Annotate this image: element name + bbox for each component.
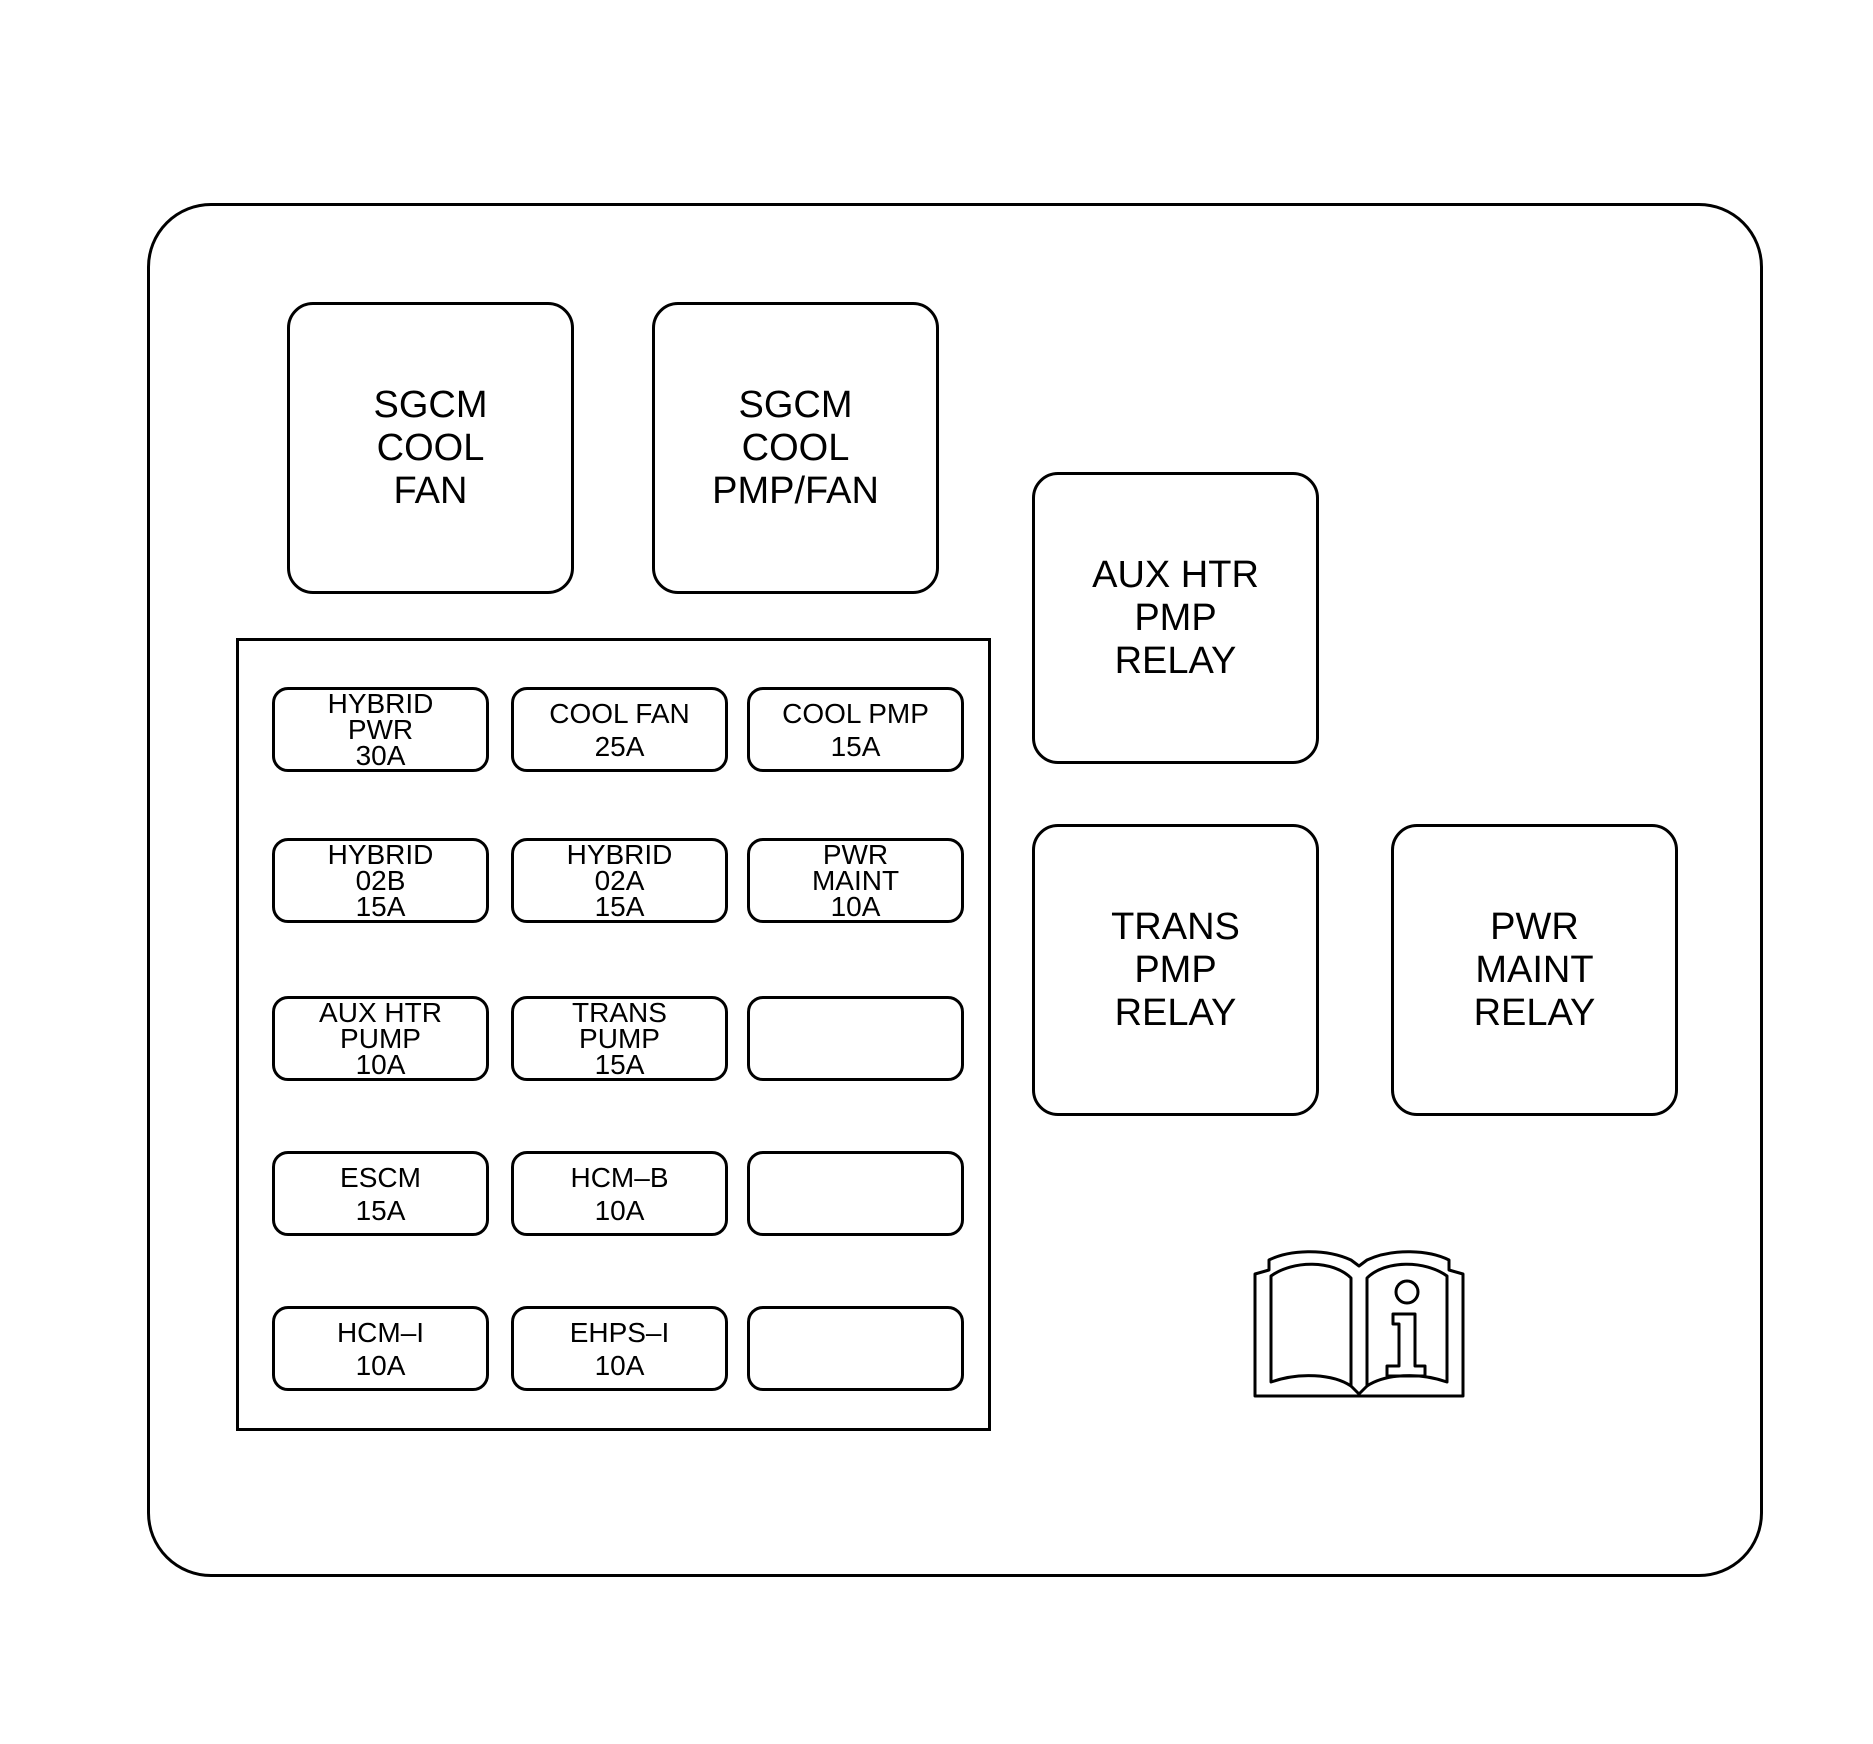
relay-aux-htr-pmp: AUX HTR PMP RELAY [1032,472,1319,764]
fuse-label: HCM–I 10A [336,1316,425,1381]
relay-label: TRANS PMP RELAY [1111,905,1240,1034]
fuse-hcm-b: HCM–B 10A [511,1151,728,1236]
fuse-label: HYBRID PWR 30A [327,687,434,771]
fuse-trans-pump: TRANS PUMP 15A [511,996,728,1081]
relay-pwr-maint: PWR MAINT RELAY [1391,824,1678,1116]
fuse-aux-htr-pump: AUX HTR PUMP 10A [272,996,489,1081]
fuse-label: HYBRID 02A 15A [566,838,673,922]
fuse-label: COOL FAN 25A [549,697,690,762]
fuse-label: EHPS–I 10A [569,1316,670,1381]
mini-fuse-area [236,638,991,1431]
fuse-empty-slot [747,996,964,1081]
fuse-block-panel [147,203,1763,1577]
relay-label: AUX HTR PMP RELAY [1092,553,1259,682]
fuse-cool-fan: COOL FAN 25A [511,687,728,772]
fuse-hybrid-02a: HYBRID 02A 15A [511,838,728,923]
fuse-empty-slot [747,1306,964,1391]
fuse-ehps-i: EHPS–I 10A [511,1306,728,1391]
fuse-label: HCM–B 10A [570,1161,669,1226]
fuse-label: TRANS PUMP 15A [572,996,667,1080]
fuse-pwr-maint: PWR MAINT 10A [747,838,964,923]
fuse-label: AUX HTR PUMP 10A [319,996,442,1080]
fuse-cool-pmp: COOL PMP 15A [747,687,964,772]
fuse-label: HYBRID 02B 15A [327,838,434,922]
relay-sgcm-cool-fan: SGCM COOL FAN [287,302,574,594]
fuse-hybrid-pwr: HYBRID PWR 30A [272,687,489,772]
fuse-label: PWR MAINT 10A [811,838,900,922]
fuse-label: ESCM 15A [340,1161,421,1226]
relay-label: SGCM COOL FAN [373,383,488,512]
relay-label: PWR MAINT RELAY [1473,905,1596,1034]
relay-label: SGCM COOL PMP/FAN [712,383,879,512]
fuse-hybrid-02b: HYBRID 02B 15A [272,838,489,923]
fuse-empty-slot [747,1151,964,1236]
fuse-label: COOL PMP 15A [782,697,929,762]
fuse-escm: ESCM 15A [272,1151,489,1236]
relay-trans-pmp: TRANS PMP RELAY [1032,824,1319,1116]
fuse-hcm-i: HCM–I 10A [272,1306,489,1391]
relay-sgcm-cool-pmp-fan: SGCM COOL PMP/FAN [652,302,939,594]
owners-manual-info-icon [1253,1250,1465,1398]
